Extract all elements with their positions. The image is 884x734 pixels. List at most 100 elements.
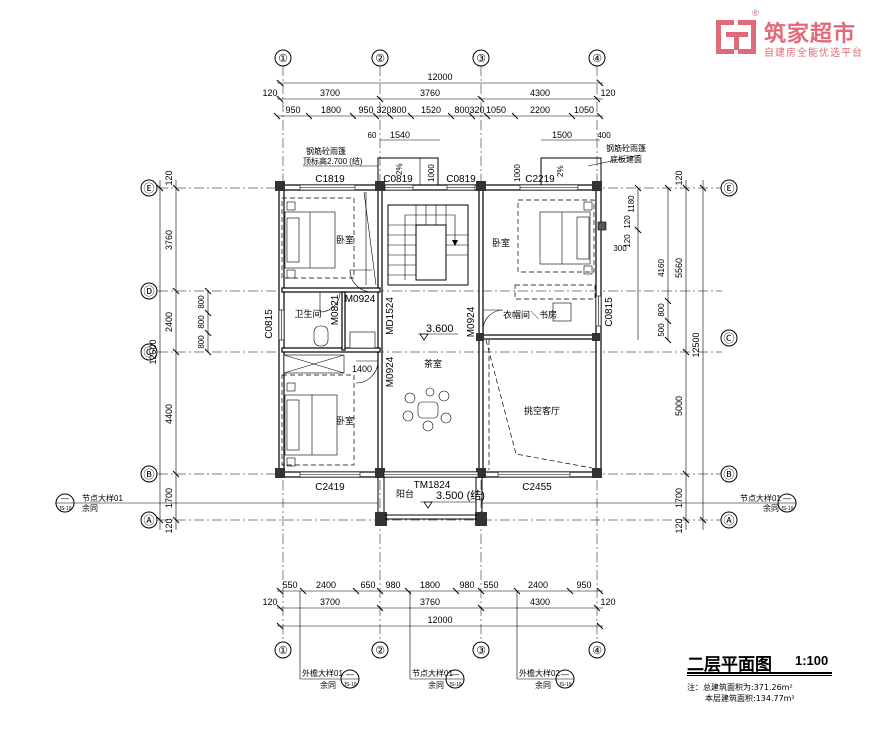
door-swing-2 — [319, 291, 341, 313]
dim-top-mid-0: 120 — [262, 88, 277, 98]
dim-bottom-detail-1: 2400 — [316, 580, 336, 590]
dim-1500: 1500 — [552, 130, 572, 140]
svg-text:—: — — [451, 670, 459, 679]
dim-1400: 1400 — [352, 364, 372, 374]
door-m0924-top: M0924 — [345, 294, 376, 305]
dim-top-detail-6: 800 — [454, 105, 469, 115]
axis-bubble-A-left — [140, 511, 158, 529]
axis-label-1-top: ① — [278, 53, 288, 65]
dim-top-mid-1: 3700 — [320, 88, 340, 98]
axis-label-E-left: Ⓔ — [144, 182, 155, 195]
dim-left-inner-0: 800 — [197, 295, 206, 309]
dim-top-detail-0: 950 — [285, 105, 300, 115]
dim-60: 60 — [368, 131, 377, 140]
dim-top-detail-1: 1800 — [321, 105, 341, 115]
window-c0815-left: C0815 — [264, 309, 275, 339]
window-c2455: C2455 — [522, 482, 552, 493]
detail-b3-same: 余同 — [535, 680, 551, 690]
axis-bubble-1-top — [274, 49, 292, 67]
axis-label-C-left: Ⓒ — [144, 346, 155, 359]
note-total-area: 注：总建筑面积为:371.26m² — [687, 683, 793, 692]
dim-top-total: 12000 — [427, 72, 452, 82]
axis-label-2-top: ② — [375, 53, 385, 65]
svg-text:JS-19: JS-19 — [448, 682, 461, 688]
dim-left-outer-4: 1700 — [164, 488, 174, 508]
canopy-left-note-2: 顶标高2.700 (结) — [303, 156, 363, 166]
dim-top-detail-8: 1050 — [486, 105, 506, 115]
door-m0821: M0821 — [330, 294, 341, 325]
dim-top-detail-9: 2200 — [530, 105, 550, 115]
dim-top-detail-7: 320 — [469, 105, 484, 115]
dim-top-mid-2: 3760 — [420, 88, 440, 98]
detail-references: — JS-19 节点大样01 余同 — JS-19 节点大样01 余同 — JS… — [55, 493, 797, 690]
dim-right-inner-6: 500 — [657, 323, 666, 337]
dim-right-outer-0: 120 — [674, 170, 684, 185]
dim-1000-right: 1000 — [513, 164, 522, 182]
tea-set — [402, 387, 452, 432]
door-swing-4 — [355, 360, 379, 384]
axis-label-4-top: ④ — [592, 53, 602, 65]
svg-text:JS-19: JS-19 — [343, 682, 356, 688]
dim-top-detail-4: 800 — [391, 105, 406, 115]
dim-right-inner-3: 120 — [623, 234, 632, 248]
axis-label-3-bottom: ③ — [476, 645, 486, 657]
svg-text:JS-19: JS-19 — [58, 506, 71, 512]
window-c0819-b: C0819 — [446, 174, 476, 185]
axis-bubble-E-left — [140, 179, 158, 197]
dim-left-outer-2: 2400 — [164, 312, 174, 332]
wall-windows — [278, 184, 602, 478]
detail-left-same: 余同 — [82, 503, 98, 513]
level-balcony: 3.500 (结) — [436, 489, 485, 502]
dim-top-detail-5: 1520 — [421, 105, 441, 115]
detail-b2-label: 节点大样01 — [412, 668, 453, 678]
axis-bubble-C-right — [720, 329, 738, 347]
dim-top-detail-2: 950 — [358, 105, 373, 115]
dim-left-inner-1: 800 — [197, 315, 206, 329]
window-c1819: C1819 — [315, 174, 345, 185]
drawing-title: 二层平面图 — [687, 655, 772, 675]
dim-top-mid-4: 120 — [600, 88, 615, 98]
dim-bottom-detail-3: 980 — [385, 580, 400, 590]
detail-right-label: 节点大样01 — [740, 493, 781, 503]
room-cloak-study: 衣帽间＼书房 — [503, 309, 557, 320]
room-bathroom: 卫生间 — [294, 308, 321, 319]
axis-label-3-top: ③ — [476, 53, 486, 65]
dim-left-inner-2: 800 — [197, 335, 206, 349]
dim-400: 400 — [597, 131, 611, 140]
room-balcony: 阳台 — [396, 488, 414, 499]
door-swing-3 — [482, 309, 504, 331]
columns — [275, 181, 602, 526]
dim-bottom-mid-1: 3700 — [320, 597, 340, 607]
canopy-right-note-2: 底板建面 — [610, 154, 642, 164]
room-bedroom-nw: 卧室 — [336, 234, 354, 245]
dim-bottom-total: 12000 — [427, 615, 452, 625]
door-m0924-right: M0924 — [466, 306, 477, 337]
right-dimensions: 120 5560 5000 1700 120 12500 1180 120 30… — [613, 170, 707, 534]
dim-top-detail-10: 1050 — [574, 105, 594, 115]
dim-bottom-mid-0: 120 — [262, 597, 277, 607]
svg-text:JS-19: JS-19 — [780, 506, 793, 512]
dim-bottom-detail-6: 550 — [483, 580, 498, 590]
dim-top-detail-3: 320 — [376, 105, 391, 115]
drawing-scale: 1:100 — [795, 653, 829, 668]
dim-right-inner-0: 1180 — [627, 195, 636, 213]
axis-bubble-B-right — [720, 465, 738, 483]
axis-label-B-right: Ⓑ — [724, 468, 735, 481]
level-marks: 3.600 3.500 (结) 1400 — [352, 323, 485, 509]
detail-b3-label: 外檐大样02 — [519, 668, 560, 678]
detail-right-same: 余同 — [763, 503, 779, 513]
dim-left-total: 12500 — [148, 339, 158, 364]
axis-label-E-right: Ⓔ — [724, 182, 735, 195]
window-c0815-right: C0815 — [604, 297, 615, 327]
dim-right-outer-2: 5000 — [674, 396, 684, 416]
svg-text:—: — — [346, 670, 354, 679]
canopy-slope-left: 2% — [395, 163, 404, 175]
door-m0924-lower: M0924 — [385, 356, 396, 387]
axis-bubble-D-left — [140, 282, 158, 300]
axis-bubble-4-bottom — [588, 641, 606, 659]
title-underline-thin — [687, 675, 832, 676]
detail-b1-label: 外檐大样01 — [302, 668, 343, 678]
registered-mark: ® — [752, 8, 759, 18]
dim-left-outer-0: 120 — [164, 170, 174, 185]
